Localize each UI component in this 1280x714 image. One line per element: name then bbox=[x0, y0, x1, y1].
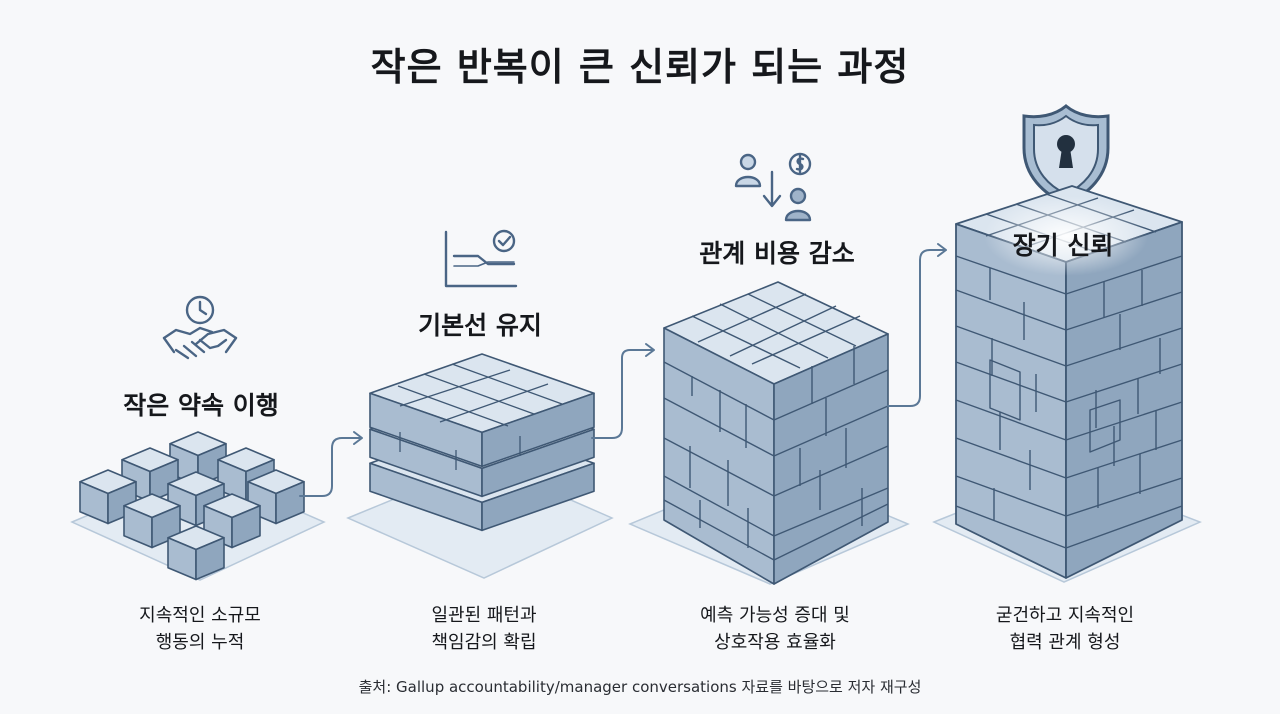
arrow-1-head bbox=[353, 431, 363, 445]
stage-1-cubes bbox=[79, 431, 305, 581]
stage-4-caption: 굳건하고 지속적인 협력 관계 형성 bbox=[960, 602, 1170, 656]
stage-4-caption-line-1: 굳건하고 지속적인 bbox=[995, 605, 1135, 626]
stage-4-caption-line-2: 협력 관계 형성 bbox=[1009, 632, 1121, 653]
stage-1-caption: 지속적인 소규모 행동의 누적 bbox=[100, 602, 300, 656]
cube-right bbox=[231, 504, 261, 549]
brick-seam bbox=[423, 373, 535, 415]
stage-3-title: 관계 비용 감소 bbox=[699, 239, 855, 268]
source-note: 출처: Gallup accountability/manager conver… bbox=[358, 678, 922, 696]
baseline-chart-check-icon bbox=[444, 229, 518, 288]
stage-2-caption-line-1: 일관된 패턴과 bbox=[431, 605, 537, 626]
arrow-3-to-4 bbox=[887, 249, 945, 407]
arrow-3-head bbox=[937, 243, 947, 257]
brick-seam bbox=[397, 385, 509, 427]
brick-seam bbox=[439, 383, 549, 423]
slab-right bbox=[481, 428, 595, 498]
cube-right bbox=[275, 480, 305, 525]
stage-2-layers bbox=[369, 353, 595, 532]
stage-3-caption: 예측 가능성 증대 및 상호작용 효율화 bbox=[670, 602, 880, 656]
shield-keyhole-icon bbox=[1022, 104, 1110, 206]
cube-right bbox=[195, 536, 225, 581]
stage-3-cube bbox=[663, 281, 889, 585]
brick-seam bbox=[399, 369, 511, 407]
stage-4-tower bbox=[955, 185, 1183, 579]
arrow-2-head bbox=[645, 343, 655, 357]
arrow-2-to-3 bbox=[591, 349, 653, 439]
stage-1-title: 작은 약속 이행 bbox=[123, 391, 279, 420]
stage-2-caption-line-2: 책임감의 확립 bbox=[431, 632, 537, 653]
handshake-clock-icon bbox=[162, 295, 238, 360]
stage-3-caption-line-1: 예측 가능성 증대 및 bbox=[700, 605, 850, 626]
stage-3-caption-line-2: 상호작용 효율화 bbox=[714, 632, 836, 653]
page-title: 작은 반복이 큰 신뢰가 되는 과정 bbox=[370, 45, 910, 89]
people-cost-down-icon bbox=[734, 152, 812, 222]
slab-right bbox=[481, 392, 595, 468]
stage-1-caption-line-1: 지속적인 소규모 bbox=[139, 605, 261, 626]
arrow-1-to-2 bbox=[299, 437, 361, 497]
slab-right bbox=[481, 462, 595, 532]
stage-4-title: 장기 신뢰 bbox=[1012, 231, 1114, 260]
stage-2-title: 기본선 유지 bbox=[418, 311, 542, 340]
stage-1-caption-line-2: 행동의 누적 bbox=[155, 632, 245, 653]
brick-seam bbox=[451, 363, 563, 405]
stage-2-caption: 일관된 패턴과 책임감의 확립 bbox=[384, 602, 584, 656]
